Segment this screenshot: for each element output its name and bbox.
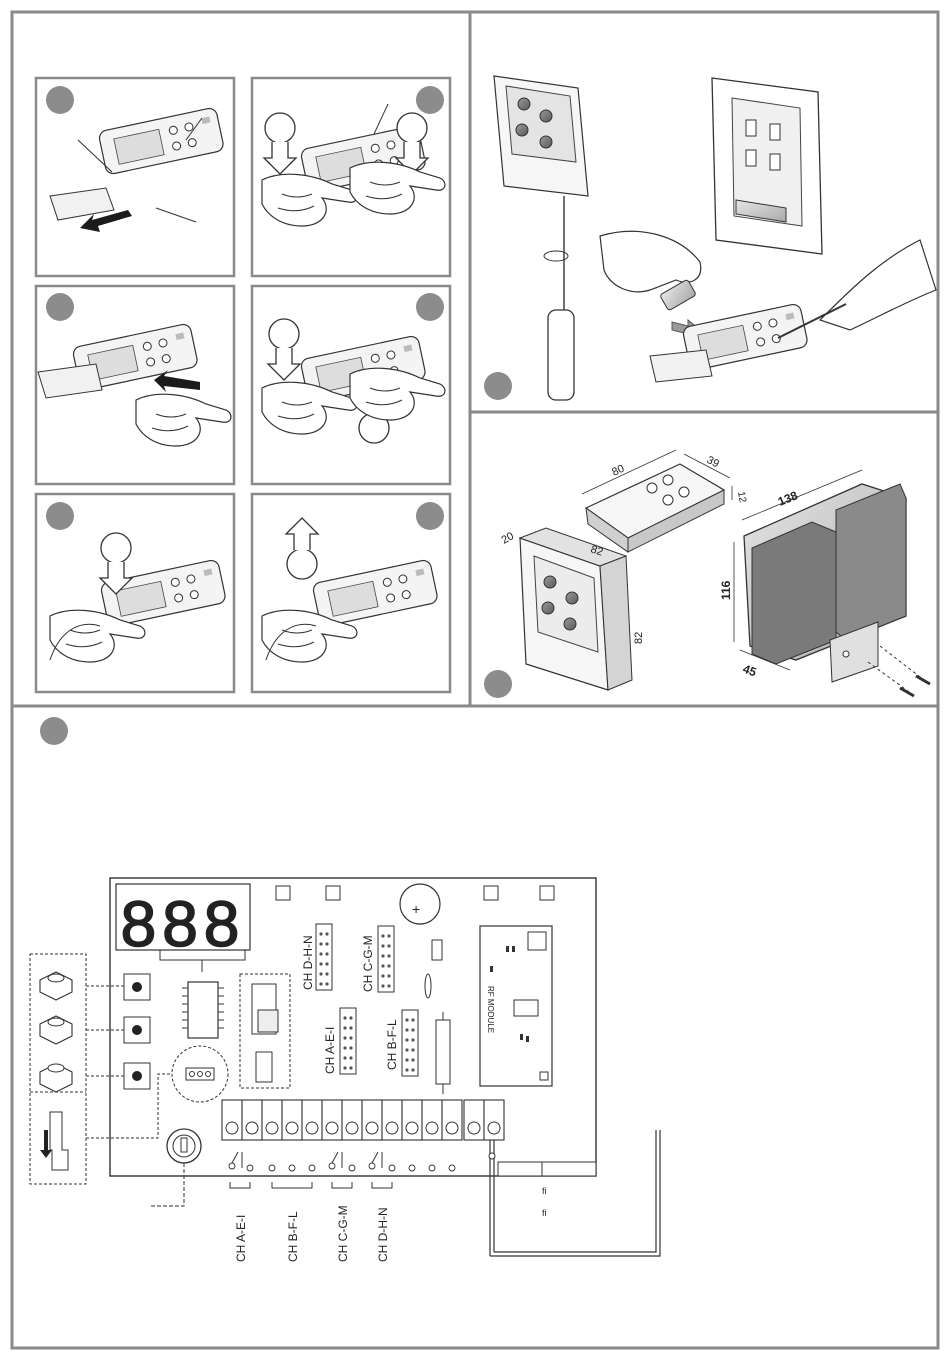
- step-panel-4: [252, 286, 450, 484]
- terminal-label-ch-d-h-n: CH D-H-N: [376, 1207, 390, 1262]
- terminal-label-ch-a-e-i: CH A-E-I: [234, 1215, 248, 1262]
- step-panel-1: [36, 78, 234, 276]
- display-digits: 888: [121, 888, 246, 960]
- rf-module-label: RF MODULE: [486, 986, 495, 1033]
- battery-symbol: +: [412, 901, 420, 917]
- push-button-icon: [132, 1025, 142, 1035]
- step-circle: [416, 502, 444, 530]
- wall-height-label: 82: [633, 632, 645, 644]
- step-circle: [416, 293, 444, 321]
- step-panel-6: [252, 494, 450, 692]
- terminal-label-ch-c-g-m: CH C-G-M: [336, 1205, 350, 1262]
- jumper-label-ch-d-h-n: CH D-H-N: [301, 935, 315, 990]
- step-circle: [40, 717, 68, 745]
- antenna-mark: fi: [542, 1186, 547, 1196]
- terminal-label-ch-b-f-l: CH B-F-L: [286, 1211, 300, 1262]
- push-button-icon: [132, 1071, 142, 1081]
- ic-chip: [188, 982, 218, 1038]
- step-panel-2: [252, 78, 450, 276]
- step-circle: [46, 502, 74, 530]
- step-circle: [484, 372, 512, 400]
- antenna-mark: fi: [542, 1208, 547, 1218]
- push-button-icon: [132, 982, 142, 992]
- step-circle: [46, 293, 74, 321]
- step-circle: [416, 86, 444, 114]
- receiver-height-label: 116: [719, 580, 733, 600]
- step-circle: [46, 86, 74, 114]
- jumper-label-ch-c-g-m: CH C-G-M: [361, 935, 375, 992]
- step-panel-5: [36, 494, 234, 692]
- jumper-label-ch-a-e-i: CH A-E-I: [323, 1027, 337, 1074]
- step-circle: [484, 670, 512, 698]
- screwdriver-icon: [548, 310, 574, 400]
- step-panel-3: [36, 286, 234, 484]
- jumper-label-ch-b-f-l: CH B-F-L: [385, 1019, 399, 1070]
